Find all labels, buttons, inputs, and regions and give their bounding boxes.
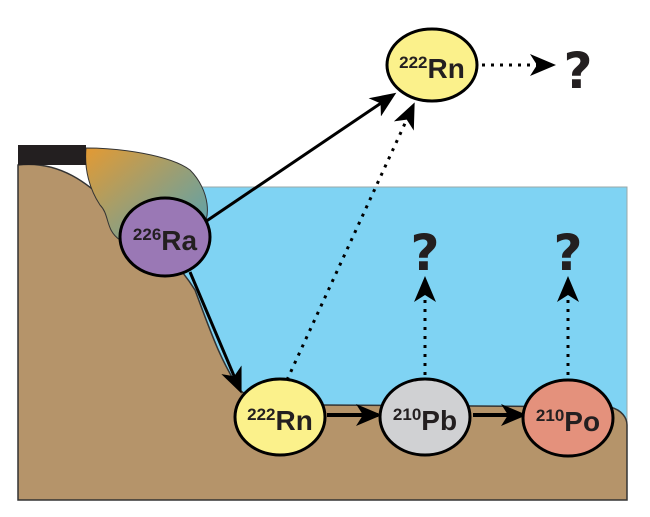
- node-rn222-sediment: 222Rn: [233, 377, 327, 457]
- unknown-pb-fate: ?: [410, 224, 439, 282]
- outflow-pipe: [18, 145, 86, 165]
- svg-text:222Rn: 222Rn: [247, 405, 313, 436]
- svg-text:222Rn: 222Rn: [399, 53, 465, 84]
- svg-text:226Ra: 226Ra: [133, 225, 198, 256]
- svg-text:210Pb: 210Pb: [393, 405, 457, 436]
- node-po210: 210Po: [521, 378, 615, 458]
- arrow-ra-to-air: [204, 92, 397, 224]
- node-rn222-air: 222Rn: [385, 27, 479, 103]
- node-ra226: 226Ra: [118, 196, 212, 278]
- node-pb210: 210Pb: [378, 377, 472, 457]
- unknown-air-fate: ?: [563, 42, 592, 100]
- arrow-ra-to-rn: [188, 271, 242, 394]
- svg-text:210Po: 210Po: [536, 406, 600, 437]
- unknown-po-fate: ?: [553, 224, 582, 282]
